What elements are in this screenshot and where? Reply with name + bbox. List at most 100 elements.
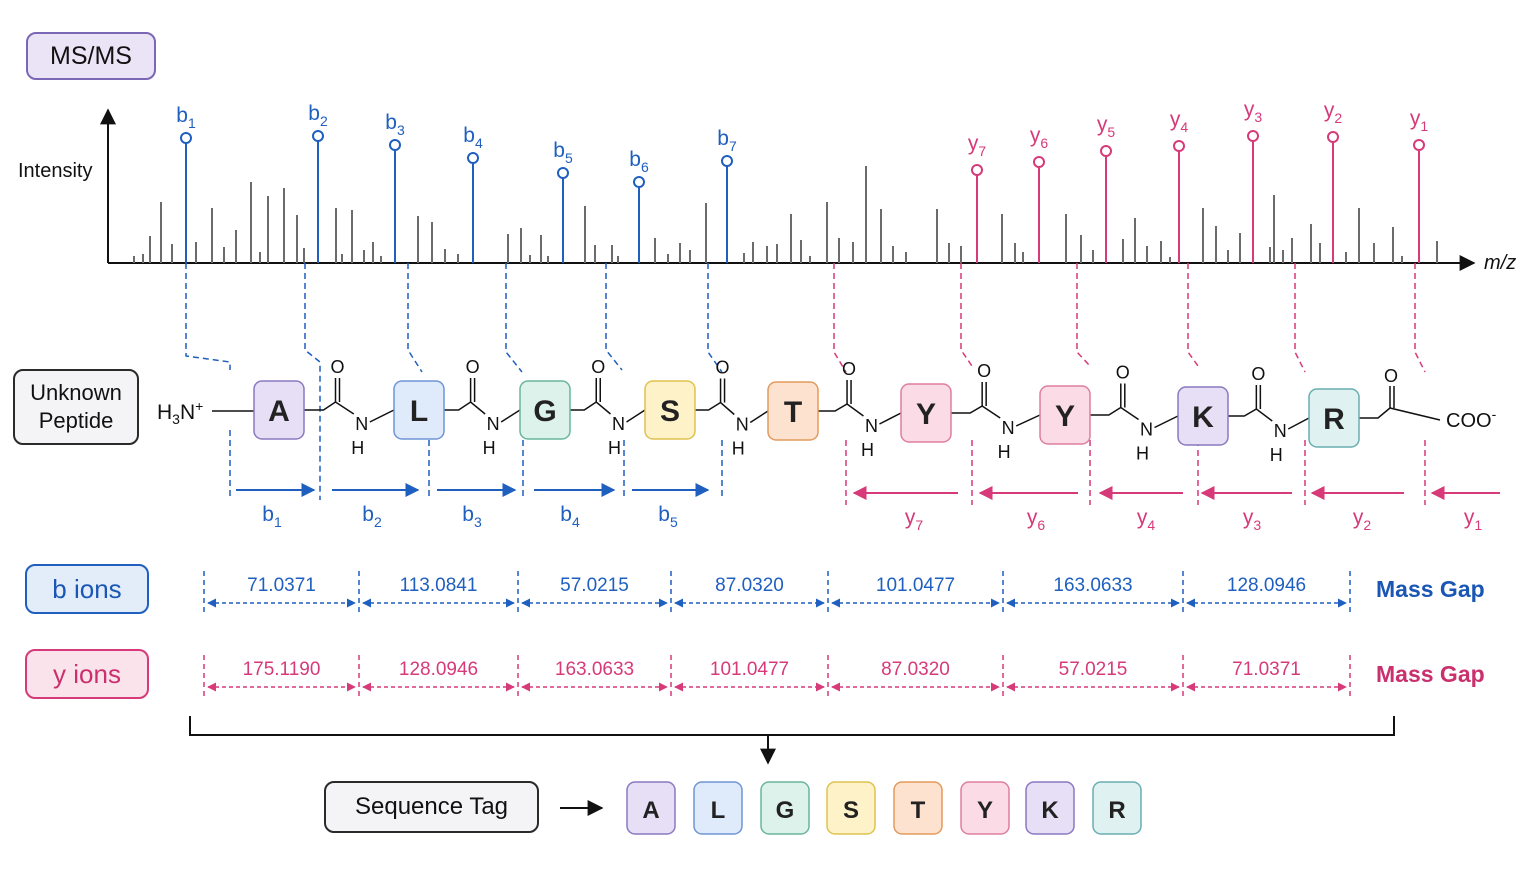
y-peak-marker-7 — [971, 164, 983, 176]
b-peak-marker-7 — [721, 155, 733, 167]
y-ions-label: y ions — [53, 658, 121, 689]
c-terminus-label: COO- — [1446, 406, 1497, 432]
b-connector-5 — [605, 263, 623, 371]
b-connector-3 — [407, 263, 423, 373]
n-ca-bond-1 — [369, 409, 395, 423]
b-peak-label-5: b5 — [553, 139, 573, 166]
b-fragment-label-4: b4 — [560, 503, 580, 530]
amide-nitrogen-1: N — [355, 414, 368, 434]
unknown-peptide-box: Unknown Peptide — [13, 369, 139, 445]
residue-letter-2: L — [410, 395, 428, 428]
amide-hydrogen-1: H — [351, 438, 364, 458]
residue-letter-9: R — [1323, 403, 1345, 436]
residue-box-5-T — [767, 381, 819, 441]
residue-box-9-R — [1308, 388, 1360, 448]
b-peak-label-6: b6 — [629, 148, 649, 175]
b-connector-2 — [304, 263, 321, 500]
b-fragment-label-5: b5 — [658, 503, 678, 530]
y-fragment-label-6: y6 — [1027, 506, 1046, 533]
tag-residue-letter-4: S — [843, 797, 859, 824]
y-peak-marker-2 — [1327, 131, 1339, 143]
b-gap-value-5: 101.0477 — [876, 575, 955, 596]
amide-hydrogen-8: H — [1270, 445, 1283, 465]
y-gap-value-5: 87.0320 — [881, 659, 950, 680]
y-gap-value-4: 101.0477 — [710, 659, 789, 680]
y-fragment-label-3: y3 — [1243, 506, 1262, 533]
amide-nitrogen-4: N — [736, 415, 749, 435]
y-fragment-label-2: y2 — [1353, 506, 1372, 533]
b-peak-label-4: b4 — [463, 124, 483, 151]
y-peak-label-2: y2 — [1324, 99, 1343, 126]
tag-residue-letter-6: Y — [977, 797, 993, 824]
mass-gap-y-label: Mass Gap — [1376, 661, 1485, 687]
y-fragment-label-1: y1 — [1464, 506, 1483, 533]
backbone-bond-8 — [1228, 408, 1273, 422]
n-ca-bond-2 — [500, 409, 521, 423]
tag-residue-letter-5: T — [911, 797, 926, 824]
carbonyl-oxygen-2: O — [466, 357, 480, 377]
b-fragment-label-1: b1 — [262, 503, 282, 530]
y-peak-label-3: y3 — [1244, 98, 1263, 125]
amide-nitrogen-3: N — [612, 414, 625, 434]
ms-ms-title: MS/MS — [50, 41, 132, 70]
residue-letter-1: A — [268, 395, 290, 428]
residue-letter-6: Y — [916, 398, 936, 431]
tag-residue-letter-2: L — [711, 797, 726, 824]
b-connector-6 — [707, 263, 723, 373]
y-peak-label-1: y1 — [1410, 107, 1429, 134]
carbonyl-oxygen-4: O — [716, 358, 730, 378]
b-peak-marker-1 — [180, 132, 192, 144]
b-gap-value-6: 163.0633 — [1053, 575, 1132, 596]
backbone-bond-6 — [951, 405, 1001, 419]
b-peak-marker-5 — [557, 167, 569, 179]
n-ca-bond-7 — [1154, 415, 1179, 429]
carbonyl-oxygen-1: O — [330, 357, 344, 377]
amide-hydrogen-2: H — [483, 438, 496, 458]
y-connector-4 — [1187, 263, 1199, 367]
b-peak-marker-3 — [389, 139, 401, 151]
carbonyl-oxygen-5: O — [842, 359, 856, 379]
y-peak-marker-6 — [1033, 156, 1045, 168]
y-gap-value-6: 57.0215 — [1059, 659, 1128, 680]
carbonyl-oxygen-6: O — [977, 361, 991, 381]
amide-nitrogen-6: N — [1002, 418, 1015, 438]
residue-box-1-A — [253, 380, 305, 440]
backbone-bond-7 — [1090, 406, 1139, 421]
carbonyl-oxygen-3: O — [591, 357, 605, 377]
y-connector-2 — [960, 263, 973, 367]
sequence-tag-label: Sequence Tag — [354, 793, 509, 820]
residue-letter-4: S — [660, 395, 680, 428]
tag-residue-box-4-S — [826, 781, 876, 835]
tag-residue-letter-8: R — [1108, 797, 1125, 824]
b-connector-1 — [185, 263, 231, 370]
b-ions-label: b ions — [52, 573, 122, 604]
residue-box-8-K — [1177, 386, 1229, 446]
y-connector-5 — [1294, 263, 1306, 373]
backbone-bond-3 — [570, 401, 611, 415]
amide-hydrogen-6: H — [998, 442, 1011, 462]
y-fragment-label-4: y4 — [1137, 506, 1156, 533]
y-axis-label: Intensity — [18, 160, 93, 182]
n-ca-bond-4 — [749, 410, 769, 424]
residue-box-6-Y — [900, 383, 952, 443]
mass-gap-b-label: Mass Gap — [1376, 576, 1485, 602]
residue-letter-5: T — [784, 396, 802, 429]
residue-box-2-L — [393, 380, 445, 440]
tag-residue-letter-1: A — [642, 797, 659, 824]
y-fragment-label-7: y7 — [905, 506, 924, 533]
n-ca-bond-8 — [1287, 417, 1310, 430]
y-peak-marker-4 — [1173, 140, 1185, 152]
amide-hydrogen-5: H — [861, 440, 874, 460]
backbone-bond-5 — [818, 403, 864, 417]
amide-nitrogen-7: N — [1140, 420, 1153, 440]
n-ca-bond-6 — [1015, 414, 1041, 427]
backbone-bond-1 — [304, 401, 355, 415]
y-peak-label-6: y6 — [1030, 124, 1049, 151]
tag-residue-box-1-A — [626, 781, 676, 835]
c-term-oxygen: O — [1384, 366, 1398, 386]
b-connector-4 — [505, 263, 523, 373]
y-gap-value-1: 175.1190 — [243, 659, 321, 680]
sequence-tag-box: Sequence Tag — [324, 781, 539, 833]
